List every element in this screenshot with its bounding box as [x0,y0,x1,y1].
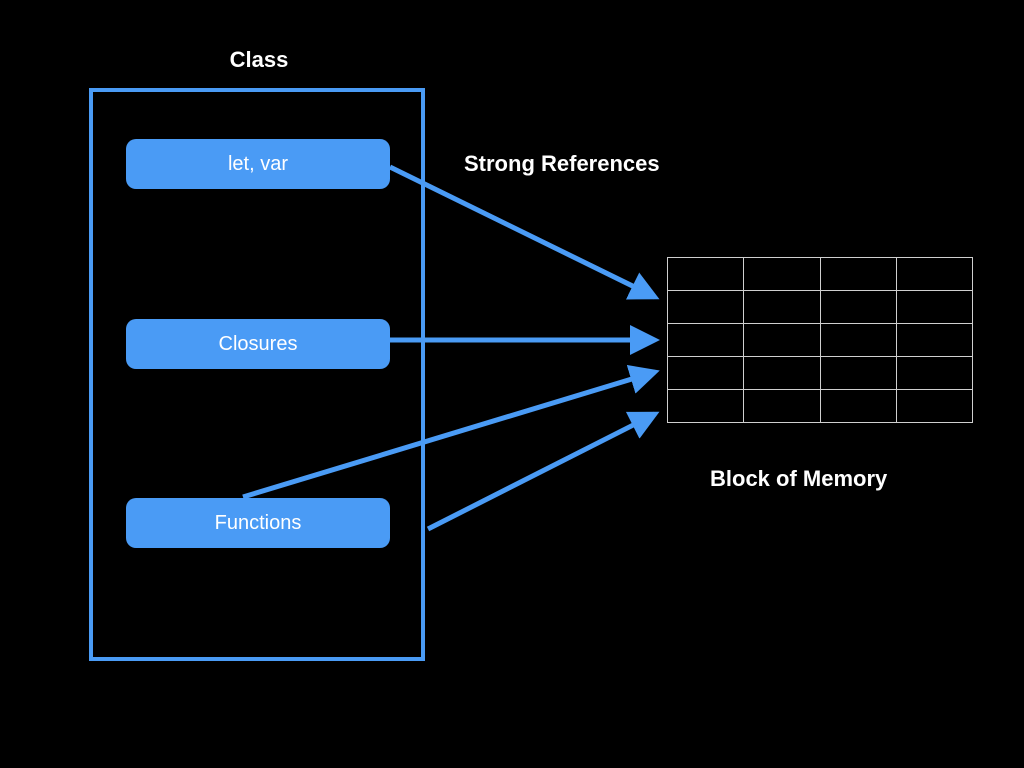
memory-block-label: Block of Memory [710,466,888,491]
memory-cell [896,390,973,423]
memory-cell [744,324,821,357]
memory-cell [668,324,745,357]
memory-cell [896,258,973,291]
memory-cell [820,291,897,324]
memory-cell [668,357,745,390]
arrow-class-to-memory [426,411,660,532]
member-functions: Functions [126,498,390,548]
memory-cell [820,258,897,291]
memory-cell [820,390,897,423]
memory-cell [668,291,745,324]
memory-cell [744,291,821,324]
member-closures: Closures [126,319,390,369]
memory-cell [896,357,973,390]
memory-block-grid [667,257,973,423]
memory-cell [744,258,821,291]
memory-cell [896,324,973,357]
arrow-let-var-to-memory [388,164,660,300]
memory-cell [744,390,821,423]
class-title: Class [229,47,289,72]
memory-cell [896,291,973,324]
strong-references-label: Strong References [464,151,660,176]
memory-cell [668,390,745,423]
memory-cell [744,357,821,390]
member-let-var: let, var [126,139,390,189]
memory-cell [820,324,897,357]
memory-cell [820,357,897,390]
memory-cell [668,258,745,291]
